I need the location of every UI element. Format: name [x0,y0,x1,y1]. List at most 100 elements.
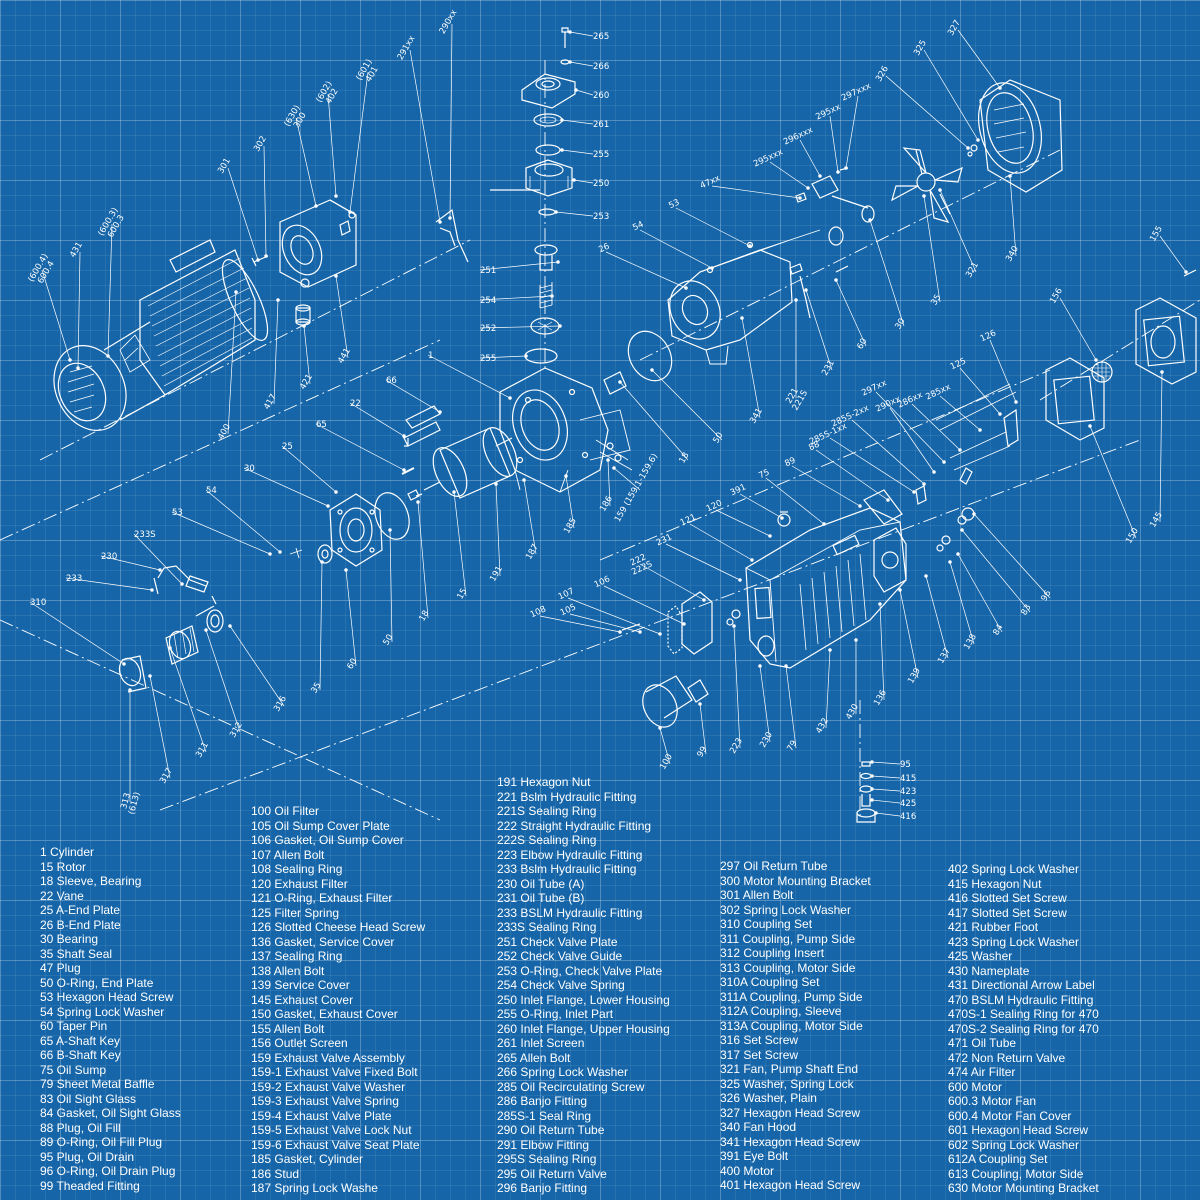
callout-label-line: 311 [194,740,211,759]
leader-line [555,211,594,217]
leader-dot [452,490,456,494]
callout-label: 261 [593,120,609,130]
callout-label-line: 26 [597,242,611,256]
callout-label: 88 [807,440,821,454]
leader-dot [960,528,964,532]
leader-dot [922,482,926,486]
legend-entry: 252 Check Valve Guide [497,949,623,963]
leader-line [205,489,281,553]
leader-line [77,251,81,369]
legend-entry: 401 Hexagon Head Screw [720,1178,861,1192]
legend-entry: 221 Bslm Hydraulic Fitting [497,789,637,804]
legend-entry: 285 Oil Recirculating Screw [497,1079,645,1094]
callout-label: 125 [949,356,968,372]
callout-label: 291xx [396,34,418,62]
callout-label-line: 191 [488,564,505,583]
legend-entry: 159-3 Exhaust Valve Spring [251,1094,399,1108]
callout-label-line: 297xxx [840,81,873,103]
callout-label: 423 [900,787,916,797]
callout-label-line: 88 [807,440,821,454]
leader-line [851,419,925,485]
leader-line [879,603,885,701]
legend-entry: 79 Sheet Metal Baffle [40,1077,155,1091]
legend-entry: 400 Motor [720,1163,775,1178]
leader-line [957,29,1001,89]
leader-line [733,625,741,749]
legend-entry: 600.3 Motor Fan [948,1094,1037,1108]
leader-line [569,61,594,67]
leader-line [1009,175,1017,257]
leader-line [711,185,801,199]
leader-dot [150,588,154,592]
leader-dot [122,662,126,666]
oil-filter-parts [621,591,741,728]
leader-dot [658,632,662,636]
leader-line [281,445,337,493]
leader-dot [780,516,784,520]
callout-label: 66 [386,376,397,386]
leader-line [785,665,797,749]
legend-entry: 60 Taper Pin [40,1019,108,1033]
leader-line [759,665,771,743]
callout-label-line: 22 [350,399,361,409]
leader-line [889,407,935,473]
leader-dot [942,460,946,464]
callout-label: 416 [900,812,916,822]
leader-line [939,189,977,273]
legend-entry: 291 Elbow Fitting [497,1137,590,1152]
leader-dot [550,294,554,298]
leader-line [973,513,1051,599]
leader-dot [1160,370,1164,374]
callout-label-line: 431 [68,240,85,259]
legend-entry: 120 Exhaust Filter [251,876,348,891]
callout-label: 296xxx [782,125,815,147]
leader-line [1089,425,1137,539]
leader-dot [76,366,80,370]
legend-entry: 297 Oil Return Tube [720,859,828,873]
legend-entry: 471 Oil Tube [948,1036,1017,1050]
leader-line [871,775,901,779]
legend-entry: 1 Cylinder [40,845,95,859]
leader-dot [702,598,706,602]
callout-label-line: 233 [66,574,82,584]
callout-label: 430 [844,702,861,721]
callout-label-line: 250 [593,179,609,189]
leader-dot [320,560,324,564]
legend-entry: 326 Washer, Plain [720,1091,817,1105]
leader-line [639,229,713,269]
leader-dot [938,188,942,192]
callout-label-line: 30 [244,464,255,474]
leader-dot [748,244,752,248]
legend-entry: 137 Sealing Ring [251,949,343,963]
leader-line [569,31,594,37]
callout-label-line: 106 [593,574,612,590]
callout-label: 30 [893,317,907,331]
legend-entry: 126 Slotted Cheese Head Screw [251,920,426,934]
leader-dot [932,470,936,474]
callout-label: (600.3)600.3 [96,206,128,242]
callout-label-line: 186 [598,494,615,513]
leader-dot [68,358,72,362]
leader-dot [750,558,754,562]
callout-label-line: 105 [559,602,578,618]
callout-label-line: 327 [946,18,963,37]
callout-label: 50 [711,431,725,445]
legend-entry: 138 Allen Bolt [251,963,325,978]
callout-label-line: 108 [529,604,548,620]
leader-dot [522,478,526,482]
callout-label-line: 96 [1039,589,1053,603]
leader-dot [556,260,560,264]
legend-entry: 266 Spring Lock Washer [497,1065,628,1079]
leader-dot [168,646,172,650]
callout-label-line: 47xx [699,173,722,191]
legend-entry: 187 Spring Lock Washe [251,1181,378,1195]
legend-entry: 340 Fan Hood [720,1120,797,1134]
leader-dot [568,30,572,34]
legend-entry: 311A Coupling, Pump Side [720,989,863,1004]
legend-entry: 54 Spring Lock Washer [40,1004,165,1019]
callout-label-line: 230 [758,730,775,749]
leader-line [613,467,641,491]
callout-label-line: 35 [929,293,943,307]
legend-entry: 472 Non Return Valve [948,1050,1066,1065]
legend-entry: 159-2 Exhaust Valve Washer [251,1079,406,1094]
